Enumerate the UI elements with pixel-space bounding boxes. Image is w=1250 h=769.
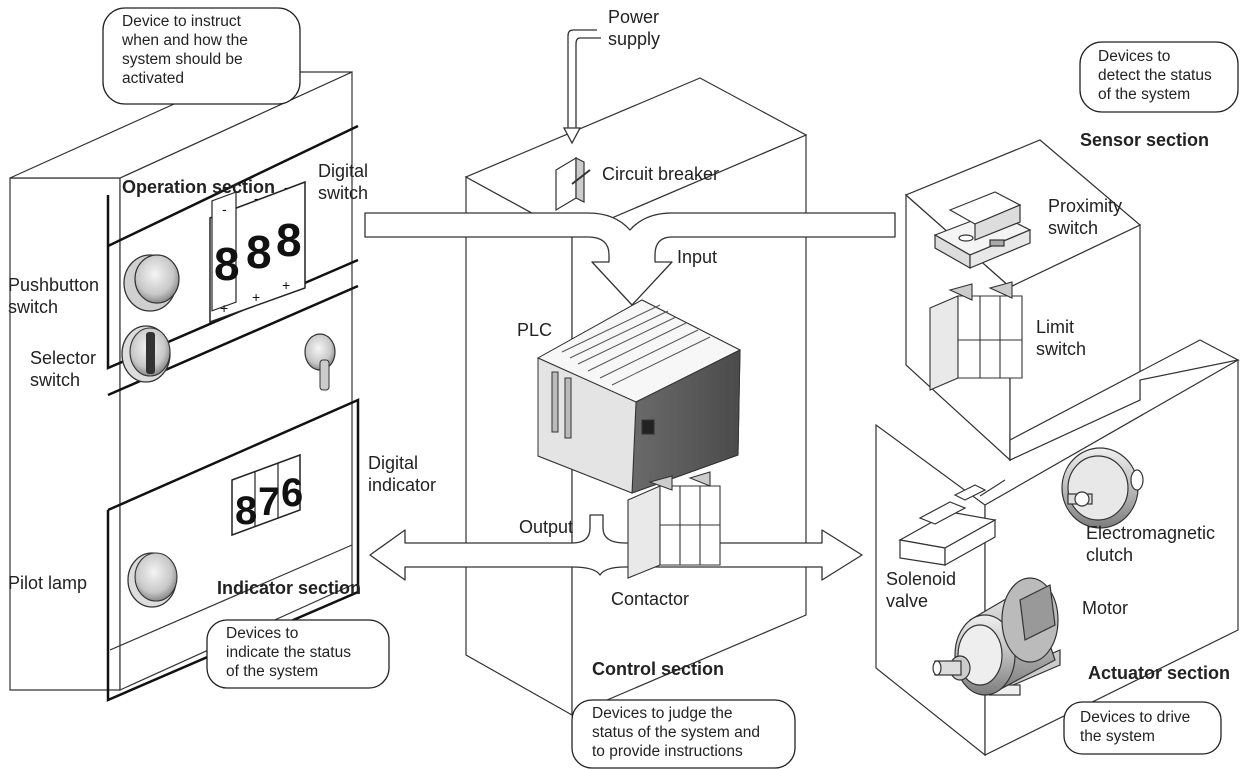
- digital-indicator-digit: 8: [235, 489, 257, 533]
- output-label: Output: [519, 517, 574, 537]
- limit-switch-label: Limit switch: [1036, 317, 1087, 359]
- power-supply-label: Power supply: [608, 7, 661, 49]
- proximity-switch-icon: [933, 191, 1032, 270]
- digital-switch-minus: -: [284, 179, 289, 195]
- input-label: Input: [677, 247, 718, 267]
- digital-switch-plus: +: [252, 289, 260, 305]
- power-supply-cable: [562, 29, 601, 145]
- pilot-lamp-icon: [127, 552, 178, 608]
- motor-icon: [932, 577, 1061, 696]
- contactor-icon: [627, 471, 721, 579]
- digital-switch-minus: -: [254, 190, 259, 206]
- digital-switch-digit: 8: [276, 214, 302, 266]
- actuator-callout-bubble: [1063, 701, 1222, 755]
- pilot-lamp-label: Pilot lamp: [8, 573, 88, 593]
- digital-switch-minus-row: - - -: [222, 179, 289, 217]
- actuator-callout-text: Devices to drive the system: [1080, 709, 1191, 745]
- control-section-title: Control section: [592, 659, 725, 679]
- motor-label: Motor: [1082, 598, 1129, 618]
- pushbutton-switch-icon: [123, 254, 180, 312]
- sensor-callout-bubble: [1079, 41, 1239, 113]
- output-arrow: [369, 514, 863, 581]
- digital-indicator-digit: 6: [281, 471, 303, 515]
- control-callout-bubble: [571, 699, 796, 769]
- operation-section-title: Operation section: [122, 177, 276, 197]
- selector-switch-label: Selector switch: [30, 348, 97, 390]
- digital-indicator-digit: 7: [258, 480, 280, 524]
- key-switch-icon: [304, 333, 336, 391]
- digital-switch-plus: +: [220, 300, 228, 316]
- digital-indicator-label: Digital indicator: [368, 453, 437, 495]
- digital-indicator-digits: 8 7 6: [235, 471, 303, 533]
- indicator-callout-bubble: [206, 619, 390, 689]
- indicator-callout-text: Devices to indicate the status of the sy…: [226, 625, 351, 680]
- digital-switch-label: Digital switch: [318, 161, 369, 203]
- digital-switch: [209, 180, 306, 324]
- indicator-section-title: Indicator section: [217, 578, 362, 598]
- digital-switch-plus: +: [282, 277, 290, 293]
- proximity-switch-label: Proximity switch: [1048, 196, 1123, 238]
- contactor-label: Contactor: [611, 589, 690, 609]
- digital-indicator: [231, 453, 301, 537]
- digital-switch-digits: 8 8 8: [214, 214, 302, 290]
- circuit-breaker-label: Circuit breaker: [602, 164, 720, 184]
- digital-switch-digit: 8: [246, 226, 272, 278]
- solenoid-valve-icon: [898, 479, 1006, 567]
- electromagnetic-clutch-icon: [1061, 447, 1144, 529]
- digital-switch-digit: 8: [214, 238, 240, 290]
- plc-icon: [536, 299, 742, 494]
- electromagnetic-clutch-label: Electromagnetic clutch: [1086, 523, 1216, 565]
- sensor-callout-text: Devices to detect the status of the syst…: [1098, 48, 1212, 103]
- actuator-section-title: Actuator section: [1088, 663, 1231, 683]
- plc-label: PLC: [517, 320, 553, 340]
- control-callout-text: Devices to judge the status of the syste…: [592, 705, 761, 760]
- circuit-breaker-icon: [555, 156, 591, 212]
- operation-callout-bubble: [102, 7, 301, 105]
- indicator-panel: [106, 398, 360, 702]
- sensor-section-title: Sensor section: [1080, 130, 1210, 150]
- solenoid-valve-label: Solenoid valve: [886, 569, 957, 611]
- digital-switch-plus-row: + + +: [220, 277, 290, 316]
- digital-switch-minus: -: [222, 201, 227, 217]
- selector-switch-icon: [121, 325, 171, 383]
- pushbutton-switch-label: Pushbutton switch: [8, 275, 100, 317]
- input-arrow: [364, 212, 896, 306]
- operation-callout-text: Device to instruct when and how the syst…: [122, 13, 248, 87]
- limit-switch-icon: [929, 281, 1023, 391]
